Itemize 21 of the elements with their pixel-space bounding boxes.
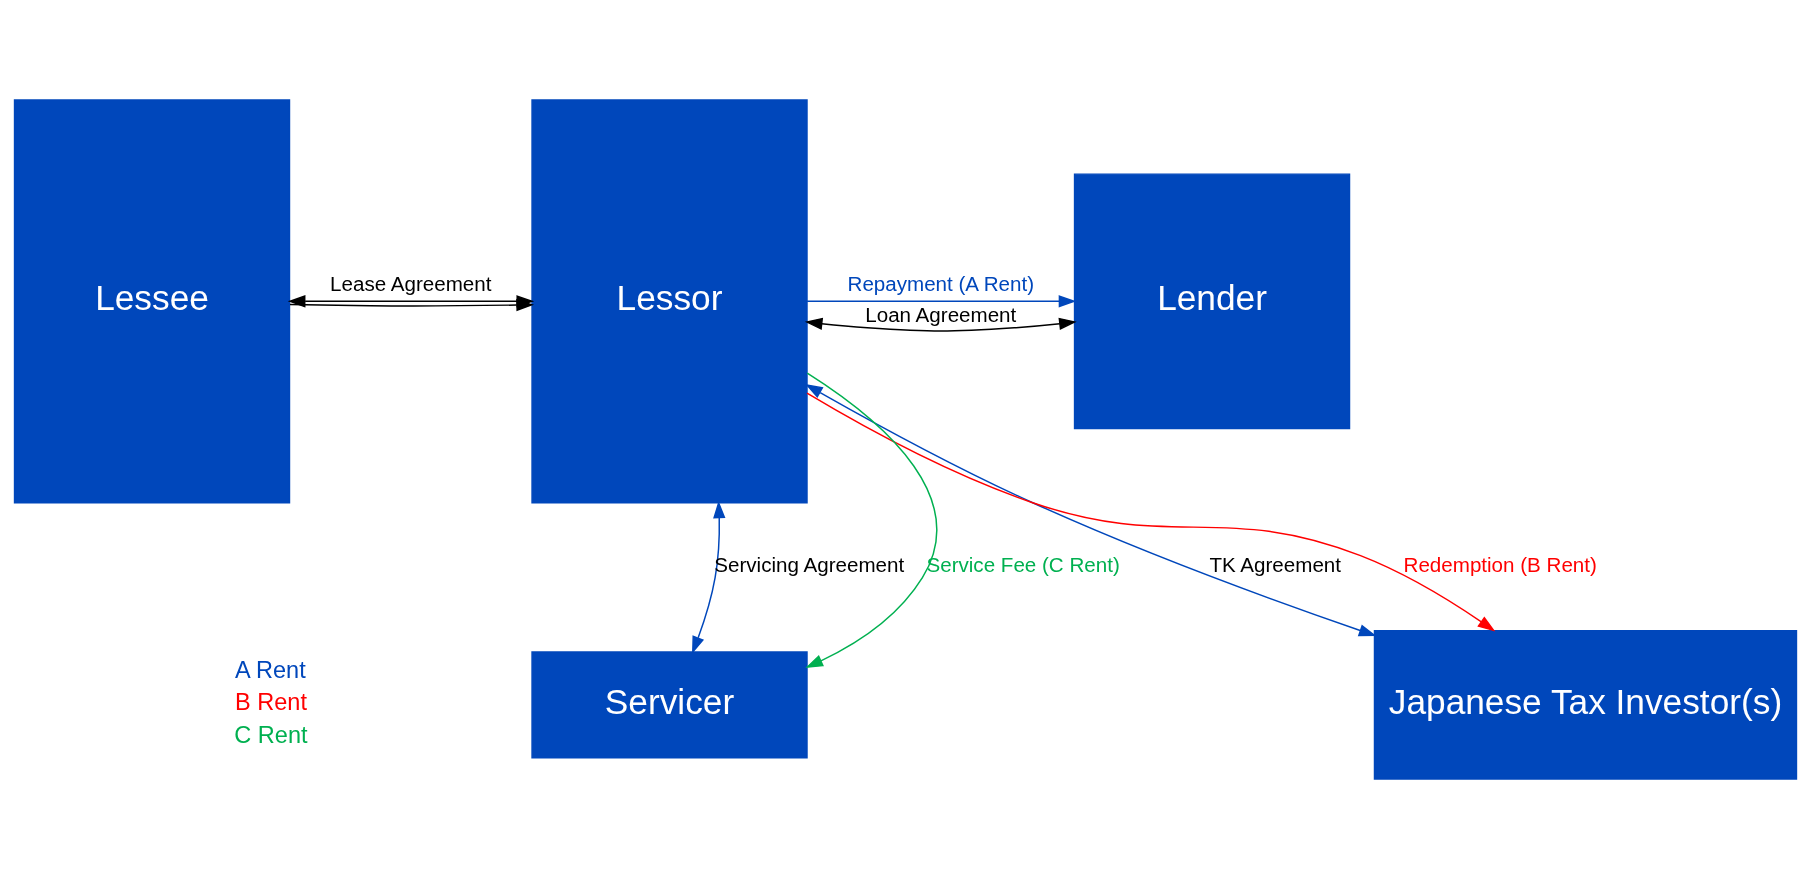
edge-label: TK Agreement — [1209, 553, 1342, 577]
edge-label: Loan Agreement — [865, 303, 1017, 327]
edge-label: Repayment (A Rent) — [847, 272, 1034, 296]
edge-label: Service Fee (C Rent) — [926, 553, 1120, 577]
node-box: Servicer — [531, 651, 808, 759]
arrow — [692, 500, 726, 654]
arrow — [804, 317, 1077, 332]
label: C Rent — [234, 721, 308, 748]
arrow — [806, 295, 1077, 308]
arrow — [805, 384, 1377, 637]
arrow — [289, 298, 534, 312]
label: B Rent — [235, 689, 307, 716]
node-box: Lessee — [13, 99, 291, 504]
edge-label: Lease Agreement — [330, 272, 492, 296]
node-box: Lender — [1073, 173, 1351, 430]
arrow — [806, 392, 1496, 632]
node-box: Lessor — [531, 99, 808, 504]
label: A Rent — [235, 657, 306, 684]
node-box: Japanese Tax Investor(s) — [1373, 629, 1798, 780]
arrow — [805, 372, 937, 668]
edge-label: Redemption (B Rent) — [1403, 553, 1597, 577]
